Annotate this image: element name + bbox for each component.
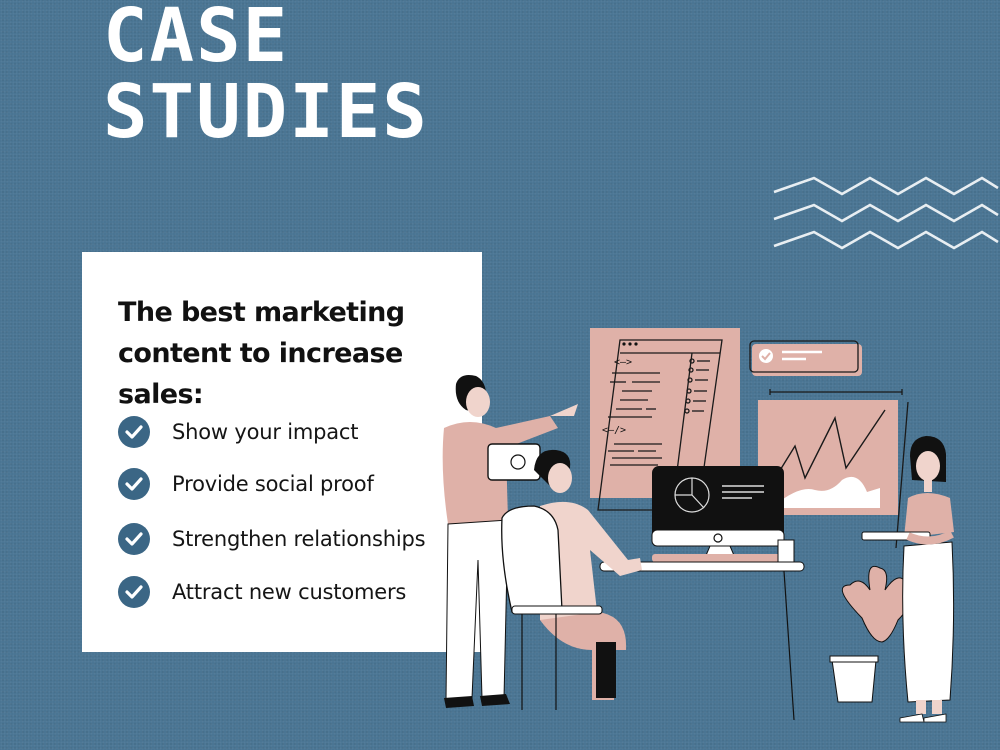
potted-plant-icon bbox=[829, 565, 912, 703]
notification-chip-icon bbox=[749, 340, 862, 376]
desk-icon bbox=[599, 539, 805, 721]
title-line-1: CASE bbox=[103, 0, 290, 79]
list-item-label: Attract new customers bbox=[172, 580, 407, 604]
list-item-label: Strengthen relationships bbox=[172, 527, 426, 551]
check-circle-icon bbox=[118, 576, 150, 608]
svg-text:<—>: <—> bbox=[614, 357, 632, 368]
card-heading: The best marketing content to increase s… bbox=[118, 297, 405, 410]
page-title: CASE STUDIES bbox=[103, 0, 429, 150]
title-line-2: STUDIES bbox=[103, 69, 429, 155]
office-team-illustration: <—> <—/> bbox=[442, 328, 955, 723]
svg-text:<—/>: <—/> bbox=[602, 425, 626, 436]
check-circle-icon bbox=[118, 416, 150, 448]
list-item-label: Provide social proof bbox=[172, 472, 374, 496]
seated-man-at-desk-icon bbox=[501, 449, 642, 710]
check-circle-icon bbox=[118, 468, 150, 500]
list-item-label: Show your impact bbox=[172, 420, 359, 444]
woman-holding-tablet-icon bbox=[861, 436, 955, 723]
list-item: Provide social proof bbox=[118, 468, 374, 500]
check-circle-icon bbox=[118, 523, 150, 555]
zigzag-decoration-icon bbox=[773, 176, 999, 250]
list-item: Attract new customers bbox=[118, 576, 406, 608]
list-item: Show your impact bbox=[118, 416, 359, 448]
info-card: The best marketing content to increase s… bbox=[82, 252, 482, 652]
list-item: Strengthen relationships bbox=[118, 523, 426, 555]
desktop-monitor-icon bbox=[651, 466, 785, 561]
